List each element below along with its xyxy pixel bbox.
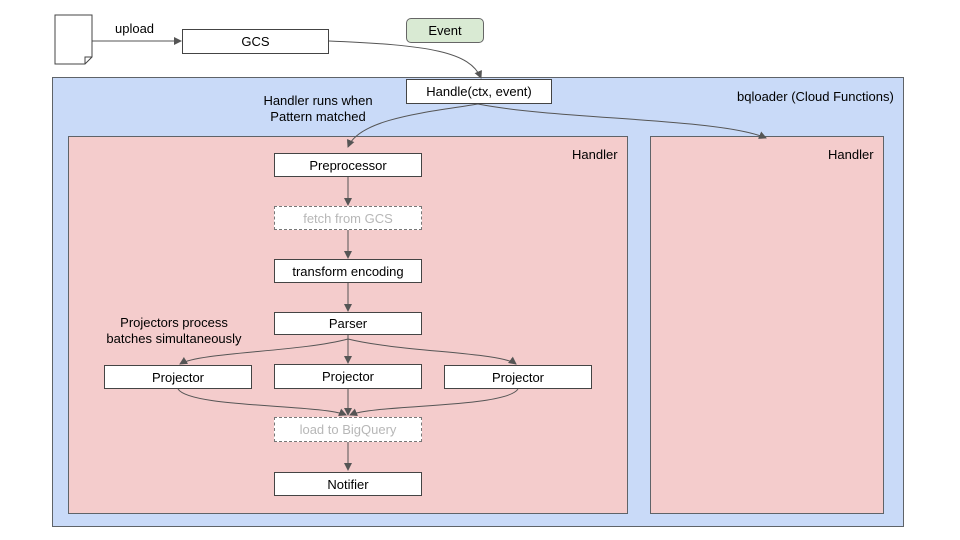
- projector-right-to-load-arrow: [349, 388, 519, 416]
- handler-note-line-1: Handler runs when: [263, 93, 373, 108]
- fetch-from-gcs-node: fetch from GCS: [274, 206, 422, 230]
- handle-node: Handle(ctx, event): [406, 79, 552, 104]
- parser-to-projector-right-arrow: [347, 338, 517, 365]
- projector-left-to-load-arrow: [177, 388, 347, 416]
- parser-to-projector-left-arrow: [179, 338, 349, 365]
- notifier-node: Notifier: [274, 472, 422, 496]
- bqloader-label: bqloader (Cloud Functions): [737, 89, 894, 104]
- handler-note-line-2: Pattern matched: [270, 109, 366, 124]
- document-icon: [54, 14, 93, 65]
- handle-to-right-arrow: [477, 103, 767, 139]
- handler-note: Handler runs when Pattern matched: [250, 93, 386, 125]
- handler-right-label: Handler: [828, 147, 874, 162]
- projectors-note: Projectors process batches simultaneousl…: [96, 315, 252, 347]
- transform-encoding-node: transform encoding: [274, 259, 422, 283]
- upload-label: upload: [115, 21, 155, 36]
- handler-left-label: Handler: [572, 147, 618, 162]
- preprocessor-node: Preprocessor: [274, 153, 422, 177]
- projector-node-right: Projector: [444, 365, 592, 389]
- handler-right-container: [650, 136, 884, 514]
- gcs-to-handle-arrow: [328, 40, 482, 79]
- handle-to-left-arrow: [346, 103, 479, 148]
- projector-node-middle: Projector: [274, 364, 422, 389]
- event-node: Event: [406, 18, 484, 43]
- gcs-node: GCS: [182, 29, 329, 54]
- projectors-note-line-2: batches simultaneously: [106, 331, 242, 346]
- parser-node: Parser: [274, 312, 422, 335]
- projector-node-left: Projector: [104, 365, 252, 389]
- load-to-bigquery-node: load to BigQuery: [274, 417, 422, 442]
- projectors-note-line-1: Projectors process: [120, 315, 228, 330]
